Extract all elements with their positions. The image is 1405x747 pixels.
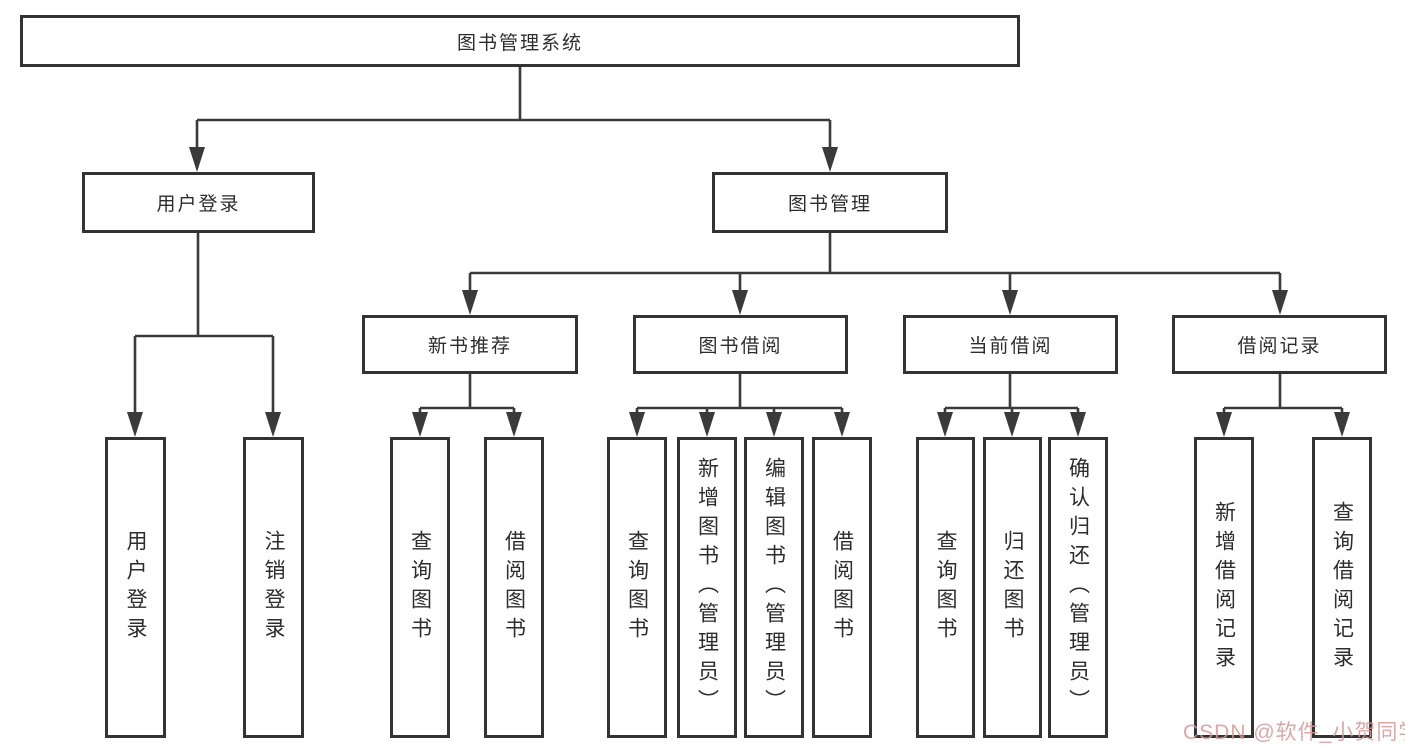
node-new-book-recommendation: 新书推荐 bbox=[362, 315, 578, 374]
leaf-borrow-books-recommend: 借阅图书 bbox=[484, 437, 544, 738]
leaf-edit-books-admin: 编辑图书（管理员） bbox=[744, 437, 804, 738]
leaf-logout: 注销登录 bbox=[243, 437, 304, 738]
node-current-borrowing: 当前借阅 bbox=[903, 315, 1118, 374]
leaf-query-borrow-record: 查询借阅记录 bbox=[1312, 437, 1372, 738]
leaf-add-books-admin: 新增图书（管理员） bbox=[677, 437, 737, 738]
leaf-return-books: 归还图书 bbox=[983, 437, 1042, 738]
node-borrowing-records: 借阅记录 bbox=[1172, 315, 1387, 374]
leaf-query-books-current: 查询图书 bbox=[916, 437, 975, 738]
leaf-borrow-books: 借阅图书 bbox=[812, 437, 872, 738]
watermark: CSDN @软件_小贺同学 bbox=[1183, 721, 1405, 744]
node-book-borrowing: 图书借阅 bbox=[633, 315, 848, 374]
leaf-query-books-recommend: 查询图书 bbox=[390, 437, 450, 738]
node-user-login-module: 用户登录 bbox=[82, 172, 315, 233]
leaf-user-login: 用户登录 bbox=[105, 437, 166, 738]
leaf-query-books-borrowing: 查询图书 bbox=[607, 437, 667, 738]
leaf-add-borrow-record: 新增借阅记录 bbox=[1194, 437, 1254, 738]
leaf-confirm-return-admin: 确认归还（管理员） bbox=[1048, 437, 1108, 738]
node-book-management: 图书管理 bbox=[712, 172, 948, 233]
node-library-management-system: 图书管理系统 bbox=[20, 15, 1020, 67]
